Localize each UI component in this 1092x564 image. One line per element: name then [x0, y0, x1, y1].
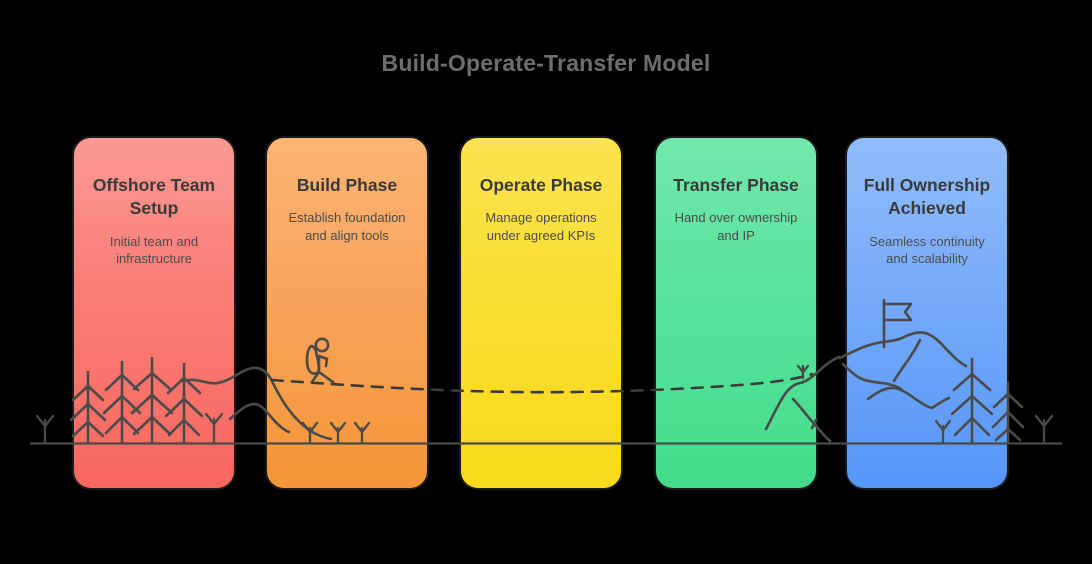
- card-content: Full Ownership Achieved Seamless continu…: [847, 138, 1007, 488]
- phase-card-build-phase[interactable]: Build Phase Establish foundation and ali…: [265, 136, 429, 490]
- card-title: Operate Phase: [479, 175, 603, 195]
- card-content: Build Phase Establish foundation and ali…: [267, 138, 427, 488]
- phase-card-full-ownership-achieved[interactable]: Full Ownership Achieved Seamless continu…: [845, 136, 1009, 490]
- card-content: Transfer Phase Hand over ownership and I…: [656, 138, 816, 488]
- card-title: Offshore Team Setup: [92, 175, 216, 219]
- card-subtitle: Initial team and infrastructure: [109, 233, 199, 267]
- card-content: Operate Phase Manage operations under ag…: [461, 138, 621, 488]
- card-title: Build Phase: [296, 175, 398, 195]
- phase-card-offshore-team-setup[interactable]: Offshore Team Setup Initial team and inf…: [72, 136, 236, 490]
- phase-card-transfer-phase[interactable]: Transfer Phase Hand over ownership and I…: [654, 136, 818, 490]
- card-subtitle: Seamless continuity and scalability: [869, 233, 985, 267]
- card-title: Transfer Phase: [673, 175, 799, 195]
- card-subtitle: Hand over ownership and IP: [674, 210, 798, 243]
- card-content: Offshore Team Setup Initial team and inf…: [74, 138, 234, 488]
- page-title: Build-Operate-Transfer Model: [381, 50, 711, 76]
- card-subtitle: Establish foundation and align tools: [288, 210, 406, 243]
- phase-card-operate-phase[interactable]: Operate Phase Manage operations under ag…: [459, 136, 623, 490]
- card-title: Full Ownership Achieved: [863, 175, 991, 219]
- card-subtitle: Manage operations under agreed KPIs: [485, 210, 597, 243]
